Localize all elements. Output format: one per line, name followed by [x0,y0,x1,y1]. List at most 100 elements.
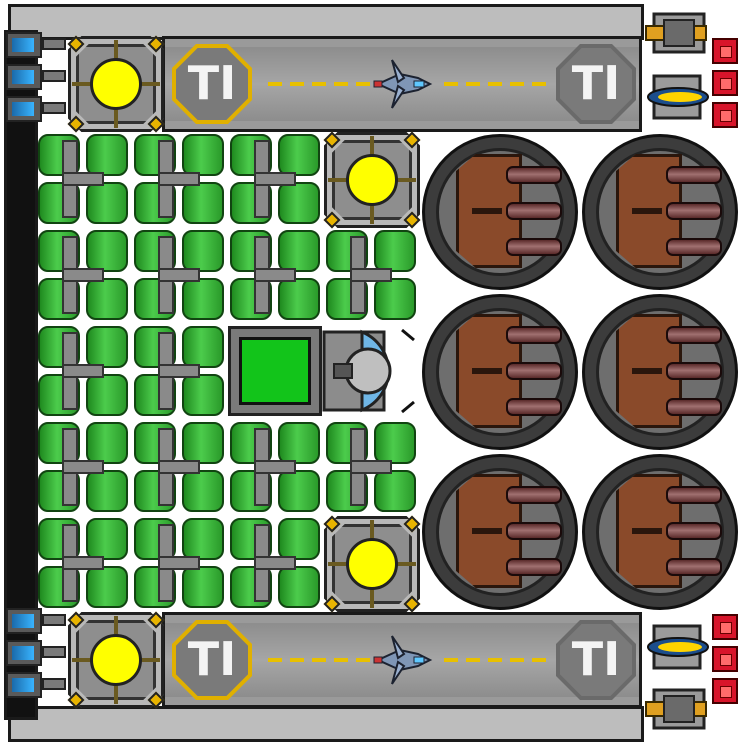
battery-cell [12,38,34,52]
missile-box-icon[interactable] [712,102,738,128]
cannon-slot [632,528,662,534]
control-console[interactable] [228,326,322,416]
fuel-tank-icon[interactable] [132,516,226,610]
fuel-tank [278,230,320,272]
fuel-tank [86,278,128,320]
fuel-pipe [62,268,104,282]
battery-icon[interactable] [6,64,42,90]
fuel-tank [182,326,224,368]
battery-icon[interactable] [6,96,42,122]
fuel-tank [182,374,224,416]
battery-cell [12,102,34,116]
missile-box-icon[interactable] [712,38,738,64]
fuel-tank-icon[interactable] [324,228,418,322]
reactor-core-icon[interactable] [323,131,421,229]
reactor-arm [72,82,92,86]
missile-box-icon[interactable] [712,70,738,96]
runway-dash [466,658,480,662]
fuel-tank-icon[interactable] [228,420,322,514]
beam-turret-icon[interactable] [644,72,712,122]
missile-box-light [720,46,732,58]
pad-glyph: TI [187,56,237,110]
reactor-core-icon[interactable] [323,515,421,613]
triple-cannon-icon[interactable] [582,134,738,290]
fuel-tank-icon[interactable] [36,132,130,226]
missile-box-icon[interactable] [712,614,738,640]
reactor-core-icon[interactable] [67,35,165,133]
triple-cannon-icon[interactable] [582,454,738,610]
missile-box-light [720,654,732,666]
fuel-tank [278,518,320,560]
battery-connector [42,678,66,690]
fuel-pipe [62,364,104,378]
fuel-pipe [158,460,200,474]
fuel-tank [278,278,320,320]
cannon-barrel [506,202,562,220]
landing-pad-icon: TI [172,44,252,124]
cannon-barrel [666,326,722,344]
fuel-tank [182,518,224,560]
triple-cannon-icon[interactable] [422,454,578,610]
fuel-pipe [158,268,200,282]
fuel-tank-icon[interactable] [324,420,418,514]
laser-turret-icon[interactable] [644,8,712,58]
runway-dash [444,82,458,86]
fuel-tank-icon[interactable] [228,228,322,322]
reactor-core-icon[interactable] [67,611,165,709]
fuel-tank-icon[interactable] [36,228,130,322]
fuel-tank-icon[interactable] [228,132,322,226]
triple-cannon-icon[interactable] [422,294,578,450]
fuel-tank-icon[interactable] [132,132,226,226]
fuel-tank [278,470,320,512]
cannon-barrel [666,558,722,576]
fuel-tank [86,230,128,272]
cannon-slot [472,208,502,214]
fuel-tank-icon[interactable] [132,228,226,322]
battery-icon[interactable] [6,640,42,666]
fuel-pipe [158,556,200,570]
runway-dash [290,82,304,86]
runway-dash [290,658,304,662]
fuel-tank [86,470,128,512]
fuel-tank [86,518,128,560]
fuel-tank [278,134,320,176]
reactor-arm [140,658,160,662]
cannon-slot [472,368,502,374]
battery-icon[interactable] [6,32,42,58]
cannon-slot [472,528,502,534]
fuel-tank-icon[interactable] [132,324,226,418]
battery-icon[interactable] [6,672,42,698]
fuel-tank-icon[interactable] [36,516,130,610]
cockpit-icon[interactable] [322,326,418,416]
cannon-barrel [506,238,562,256]
battery-icon[interactable] [6,608,42,634]
fuel-pipe [254,556,296,570]
laser-turret-icon[interactable] [644,684,712,734]
reactor-arm [370,520,374,540]
cannon-slot [632,208,662,214]
missile-box-icon[interactable] [712,646,738,672]
missile-box-icon[interactable] [712,678,738,704]
fuel-tank [182,182,224,224]
fighter-ship-icon[interactable] [370,52,434,116]
battery-connector [42,102,66,114]
cannon-slot [632,368,662,374]
fuel-tank-icon[interactable] [36,324,130,418]
cannon-barrel [506,166,562,184]
triple-cannon-icon[interactable] [582,294,738,450]
fuel-pipe [158,172,200,186]
fighter-ship-icon[interactable] [370,628,434,692]
control-screen[interactable] [239,337,311,405]
fuel-tank [86,326,128,368]
beam-turret-icon[interactable] [644,622,712,672]
hull-bottom [8,706,644,742]
fuel-tank-icon[interactable] [36,420,130,514]
landing-pad-icon: TI [172,620,252,700]
reactor-arm [114,684,118,704]
fuel-tank-icon[interactable] [228,516,322,610]
triple-cannon-icon[interactable] [422,134,578,290]
fuel-tank [86,134,128,176]
fuel-tank-icon[interactable] [132,420,226,514]
fuel-tank [182,470,224,512]
reactor-arm [114,616,118,636]
